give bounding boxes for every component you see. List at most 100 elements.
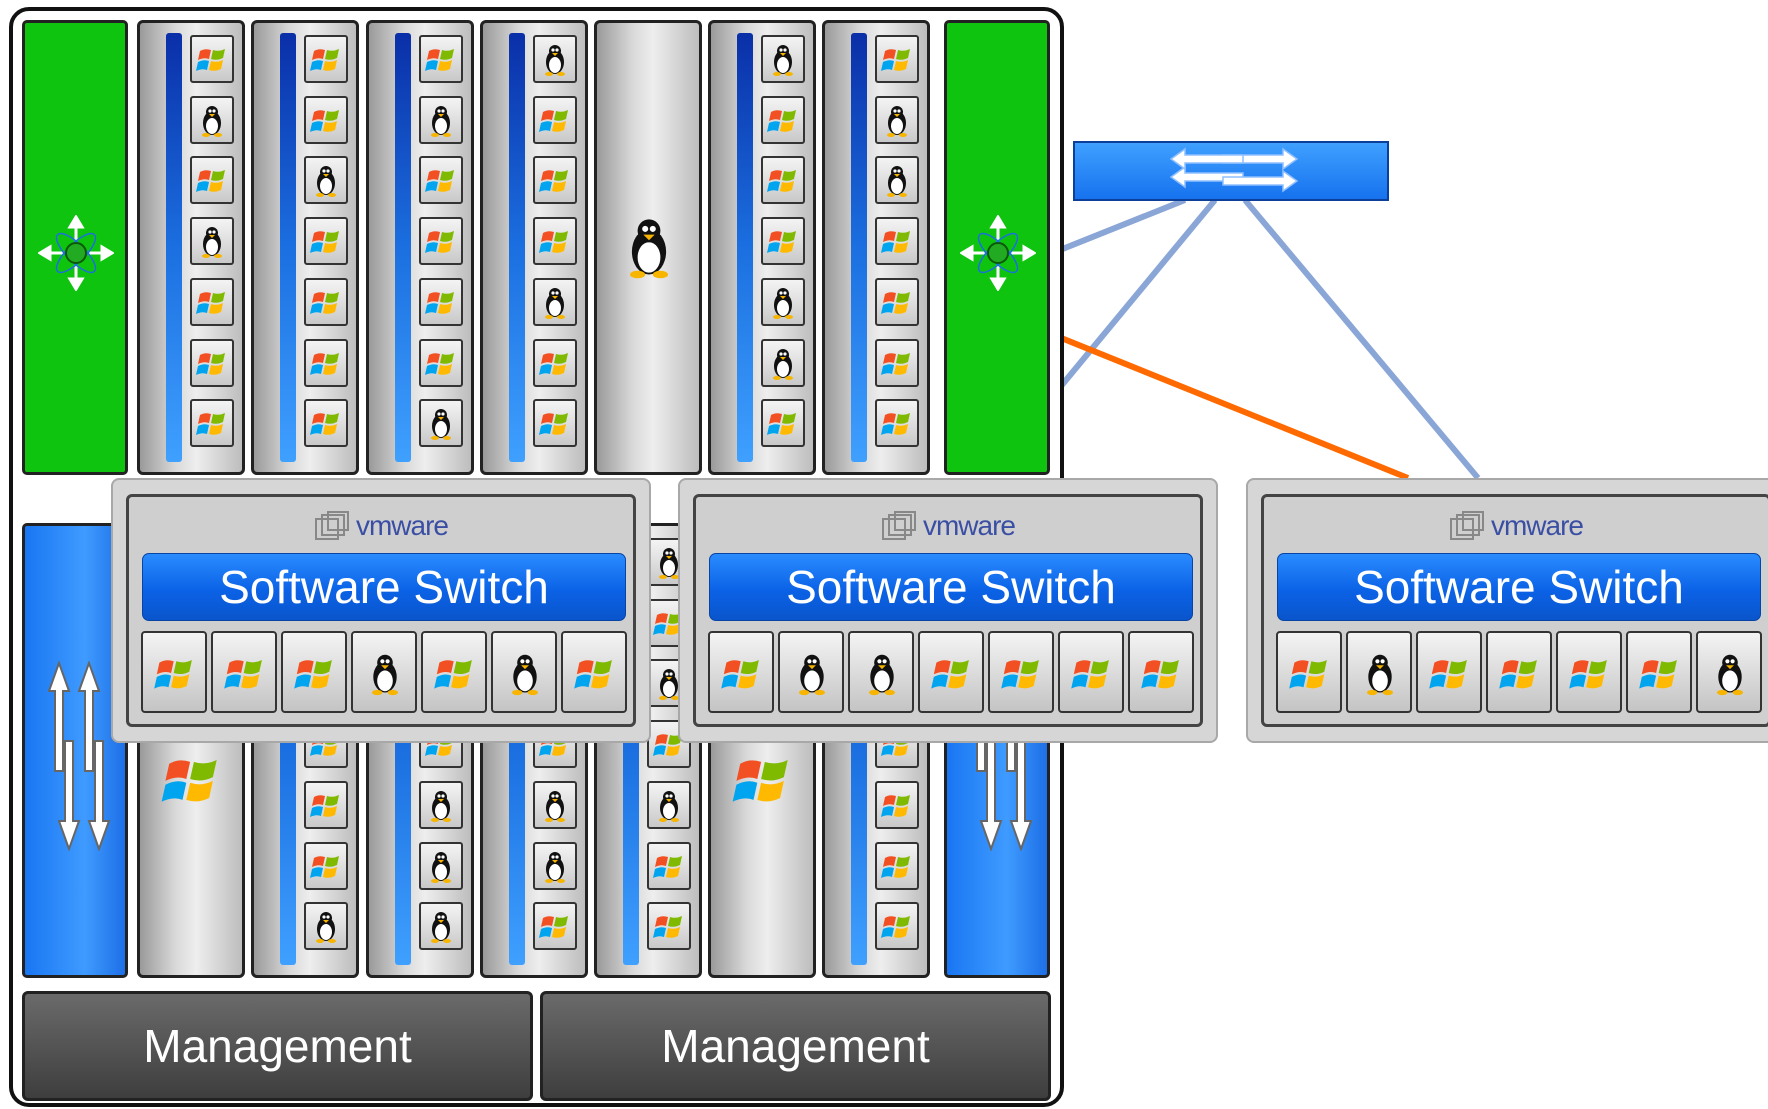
switch-module-right[interactable] (944, 20, 1050, 475)
linux-vm-icon[interactable] (778, 631, 844, 713)
linux-vm-icon[interactable] (848, 631, 914, 713)
windows-vm-icon[interactable] (1486, 631, 1552, 713)
linux-vm-icon[interactable] (190, 95, 234, 144)
windows-vm-icon[interactable] (647, 841, 691, 890)
blade-server[interactable] (137, 20, 245, 475)
linux-vm-icon[interactable] (1696, 631, 1762, 713)
windows-vm-icon[interactable] (304, 95, 348, 144)
management-module-1[interactable]: Management (22, 991, 533, 1101)
linux-vm-icon[interactable] (491, 631, 557, 713)
windows-vm-icon[interactable] (190, 35, 234, 83)
windows-vm-icon[interactable] (647, 902, 691, 951)
linux-vm-icon[interactable] (190, 217, 234, 266)
windows-vm-icon[interactable] (533, 95, 577, 144)
windows-vm-icon[interactable] (875, 277, 919, 326)
windows-vm-icon[interactable] (211, 631, 277, 713)
vmware-logo: vmware (1264, 509, 1768, 543)
blade-server[interactable] (708, 20, 816, 475)
windows-vm-icon[interactable] (533, 338, 577, 387)
linux-vm-icon[interactable] (761, 277, 805, 326)
windows-vm-icon[interactable] (1276, 631, 1342, 713)
windows-vm-icon[interactable] (281, 631, 347, 713)
windows-vm-icon[interactable] (761, 156, 805, 205)
linux-vm-icon[interactable] (304, 902, 348, 951)
windows-vm-icon[interactable] (419, 338, 463, 387)
windows-vm-icon[interactable] (761, 217, 805, 266)
linux-vm-icon[interactable] (533, 841, 577, 890)
linux-vm-icon[interactable] (419, 399, 463, 448)
linux-vm-icon[interactable] (419, 902, 463, 951)
switch-module-left[interactable] (22, 20, 128, 475)
linux-vm-icon[interactable] (419, 780, 463, 829)
blade-server[interactable] (822, 20, 930, 475)
windows-vm-icon[interactable] (647, 720, 691, 769)
windows-vm-icon[interactable] (190, 399, 234, 448)
vmware-logo: vmware (696, 509, 1200, 543)
windows-vm-icon[interactable] (304, 35, 348, 83)
windows-vm-icon[interactable] (1626, 631, 1692, 713)
software-switch-banner[interactable]: Software Switch (142, 553, 626, 621)
windows-vm-icon[interactable] (875, 35, 919, 83)
physical-network-switch[interactable] (1073, 141, 1389, 201)
windows-vm-icon[interactable] (708, 631, 774, 713)
windows-vm-icon[interactable] (1556, 631, 1622, 713)
linux-vm-icon[interactable] (761, 338, 805, 387)
blade-server[interactable] (366, 20, 474, 475)
windows-vm-icon[interactable] (875, 338, 919, 387)
blade-status-bar (166, 33, 182, 462)
windows-vm-icon[interactable] (533, 902, 577, 951)
linux-vm-icon[interactable] (875, 95, 919, 144)
linux-vm-icon[interactable] (351, 631, 417, 713)
windows-vm-icon[interactable] (988, 631, 1054, 713)
software-switch-banner[interactable]: Software Switch (709, 553, 1193, 621)
linux-vm-icon[interactable] (647, 780, 691, 829)
windows-vm-icon[interactable] (421, 631, 487, 713)
windows-vm-icon[interactable] (533, 217, 577, 266)
windows-vm-icon[interactable] (875, 902, 919, 951)
windows-vm-icon[interactable] (1058, 631, 1124, 713)
bidirectional-arrows-icon (47, 661, 111, 851)
blade-server[interactable] (480, 20, 588, 475)
windows-vm-icon[interactable] (304, 217, 348, 266)
windows-vm-icon[interactable] (304, 277, 348, 326)
windows-vm-icon[interactable] (304, 841, 348, 890)
windows-vm-icon[interactable] (304, 399, 348, 448)
windows-vm-icon[interactable] (875, 841, 919, 890)
management-module-2[interactable]: Management (540, 991, 1051, 1101)
linux-vm-icon[interactable] (419, 95, 463, 144)
windows-vm-icon[interactable] (419, 156, 463, 205)
management-label: Management (661, 1020, 930, 1072)
windows-vm-icon[interactable] (1416, 631, 1482, 713)
windows-vm-icon[interactable] (761, 95, 805, 144)
windows-vm-icon[interactable] (561, 631, 627, 713)
windows-vm-icon[interactable] (141, 631, 207, 713)
blade-server[interactable] (594, 20, 702, 475)
windows-vm-icon[interactable] (875, 217, 919, 266)
windows-vm-icon[interactable] (761, 399, 805, 448)
windows-vm-icon[interactable] (190, 156, 234, 205)
linux-vm-icon[interactable] (533, 35, 577, 83)
software-switch-banner[interactable]: Software Switch (1277, 553, 1761, 621)
windows-vm-icon[interactable] (875, 780, 919, 829)
windows-vm-icon[interactable] (304, 338, 348, 387)
windows-vm-icon[interactable] (419, 217, 463, 266)
windows-vm-icon[interactable] (533, 399, 577, 448)
linux-vm-icon[interactable] (533, 780, 577, 829)
passthrough-module-left[interactable] (22, 523, 128, 978)
linux-vm-icon[interactable] (761, 35, 805, 83)
windows-vm-icon[interactable] (190, 338, 234, 387)
windows-vm-icon[interactable] (419, 277, 463, 326)
windows-vm-icon[interactable] (304, 780, 348, 829)
linux-vm-icon[interactable] (1346, 631, 1412, 713)
linux-vm-icon[interactable] (419, 841, 463, 890)
windows-vm-icon[interactable] (1128, 631, 1194, 713)
linux-vm-icon[interactable] (875, 156, 919, 205)
blade-server[interactable] (251, 20, 359, 475)
windows-vm-icon[interactable] (533, 156, 577, 205)
windows-vm-icon[interactable] (918, 631, 984, 713)
linux-vm-icon[interactable] (304, 156, 348, 205)
linux-vm-icon[interactable] (533, 277, 577, 326)
windows-vm-icon[interactable] (190, 277, 234, 326)
windows-vm-icon[interactable] (419, 35, 463, 83)
windows-vm-icon[interactable] (875, 399, 919, 448)
